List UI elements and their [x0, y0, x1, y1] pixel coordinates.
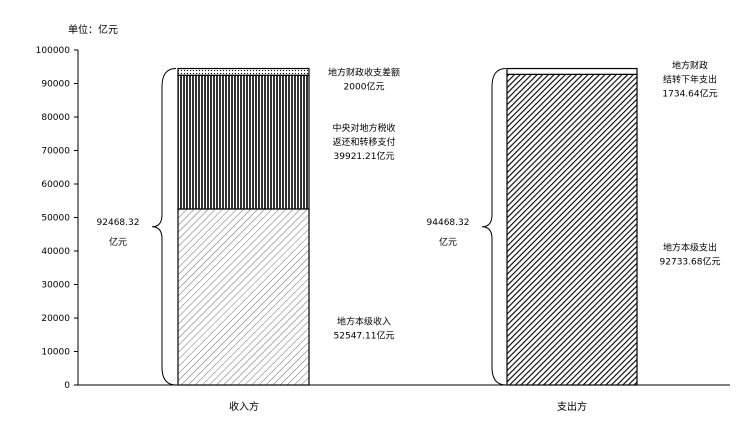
bar-segment: [177, 74, 310, 210]
brace-label: 92468.32: [97, 218, 140, 228]
bar-segment: [177, 67, 310, 76]
brace: [151, 68, 177, 386]
y-tick-label: 10000: [41, 348, 70, 358]
segment-label: 返还和转移支付: [332, 136, 395, 148]
y-tick-label: 50000: [41, 214, 70, 224]
category-label: 收入方: [229, 400, 259, 413]
bar-segment: [506, 67, 638, 75]
segment-label: 地方本级支出: [663, 242, 717, 254]
segment-label: 地方财政: [672, 60, 708, 72]
brace-label: 94468.32: [427, 218, 470, 228]
category-label: 支出方: [557, 400, 587, 413]
category-labels: 收入方 支出方: [229, 400, 587, 413]
bars: [177, 67, 638, 386]
braces: 92468.32 亿元 94468.32 亿元: [97, 68, 507, 386]
y-ticks: 0 10000 20000 30000 40000 50000 60000 70000 8000…: [36, 46, 78, 391]
brace-label: 亿元: [439, 236, 457, 248]
segment-label: 1734.64亿元: [662, 88, 717, 100]
segment-label: 中央对地方税收: [332, 122, 395, 134]
bar-segment: [506, 73, 638, 386]
segment-label: 结转下年支出: [663, 74, 717, 86]
unit-label: 单位：亿元: [68, 23, 118, 36]
y-tick-label: 20000: [41, 314, 70, 324]
brace: [481, 68, 507, 386]
segment-label: 39921.21亿元: [334, 150, 395, 162]
y-tick-label: 70000: [41, 147, 70, 157]
brace-label: 亿元: [109, 236, 127, 248]
y-tick-label: 90000: [41, 80, 70, 90]
y-tick-label: 0: [64, 381, 70, 391]
y-tick-label: 80000: [41, 113, 70, 123]
y-tick-label: 40000: [41, 247, 70, 257]
y-tick-label: 60000: [41, 180, 70, 190]
bar-segment: [177, 208, 310, 386]
segment-label: 52547.11亿元: [334, 330, 395, 342]
y-tick-label: 100000: [36, 46, 71, 56]
segment-label: 地方本级收入: [337, 316, 391, 328]
y-tick-label: 30000: [41, 281, 70, 291]
segment-label: 地方财政收支差额: [328, 67, 400, 79]
segment-label: 92733.68亿元: [660, 256, 721, 268]
segment-label: 2000亿元: [344, 81, 385, 93]
